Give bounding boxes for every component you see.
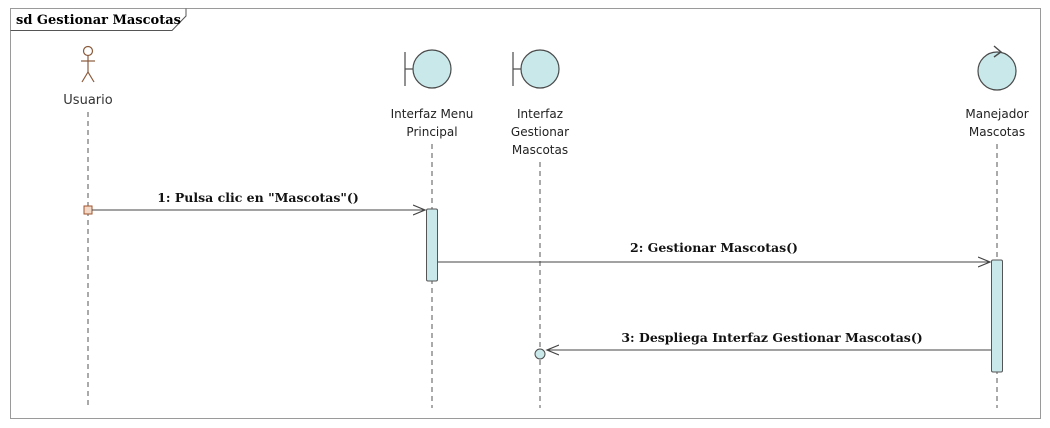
lifeline-label: Gestionar	[511, 125, 569, 139]
diagram-frame	[10, 8, 1041, 419]
lifeline-label: Mascotas	[969, 125, 1025, 139]
lifeline-usuario: Usuario	[63, 45, 113, 408]
message-2: 2: Gestionar Mascotas()	[438, 240, 990, 262]
message-end-marker	[534, 348, 546, 360]
message-3: 3: Despliega Interfaz Gestionar Mascotas…	[534, 330, 991, 360]
lifeline-label: Interfaz Menu	[391, 107, 474, 121]
activation-bar	[991, 259, 1003, 373]
frame-title-tab	[10, 8, 187, 31]
lifeline-interfaz-menu-principal: Interfaz Menu Principal	[391, 49, 474, 408]
control-icon	[977, 45, 1017, 91]
lifeline-label: Manejador	[965, 107, 1028, 121]
lifeline-label: Usuario	[63, 93, 112, 108]
message-1: 1: Pulsa clic en "Mascotas"()	[83, 190, 425, 215]
lifeline-label: Interfaz	[517, 107, 563, 121]
lifeline-interfaz-gestionar-mascotas: Interfaz Gestionar Mascotas	[511, 49, 569, 408]
message-start-marker	[83, 205, 93, 215]
boundary-icon	[404, 49, 452, 89]
boundary-icon	[512, 49, 560, 89]
message-label: 3: Despliega Interfaz Gestionar Mascotas…	[621, 330, 922, 345]
message-label: 2: Gestionar Mascotas()	[630, 240, 798, 255]
message-label: 1: Pulsa clic en "Mascotas"()	[157, 190, 359, 205]
activation-bar	[426, 208, 438, 282]
lifeline-label: Mascotas	[512, 143, 568, 157]
lifeline-manejador-mascotas: Manejador Mascotas	[965, 45, 1029, 408]
actor-icon	[81, 45, 95, 83]
frame-title: sd Gestionar Mascotas	[16, 13, 181, 28]
lifeline-label: Principal	[406, 125, 457, 139]
